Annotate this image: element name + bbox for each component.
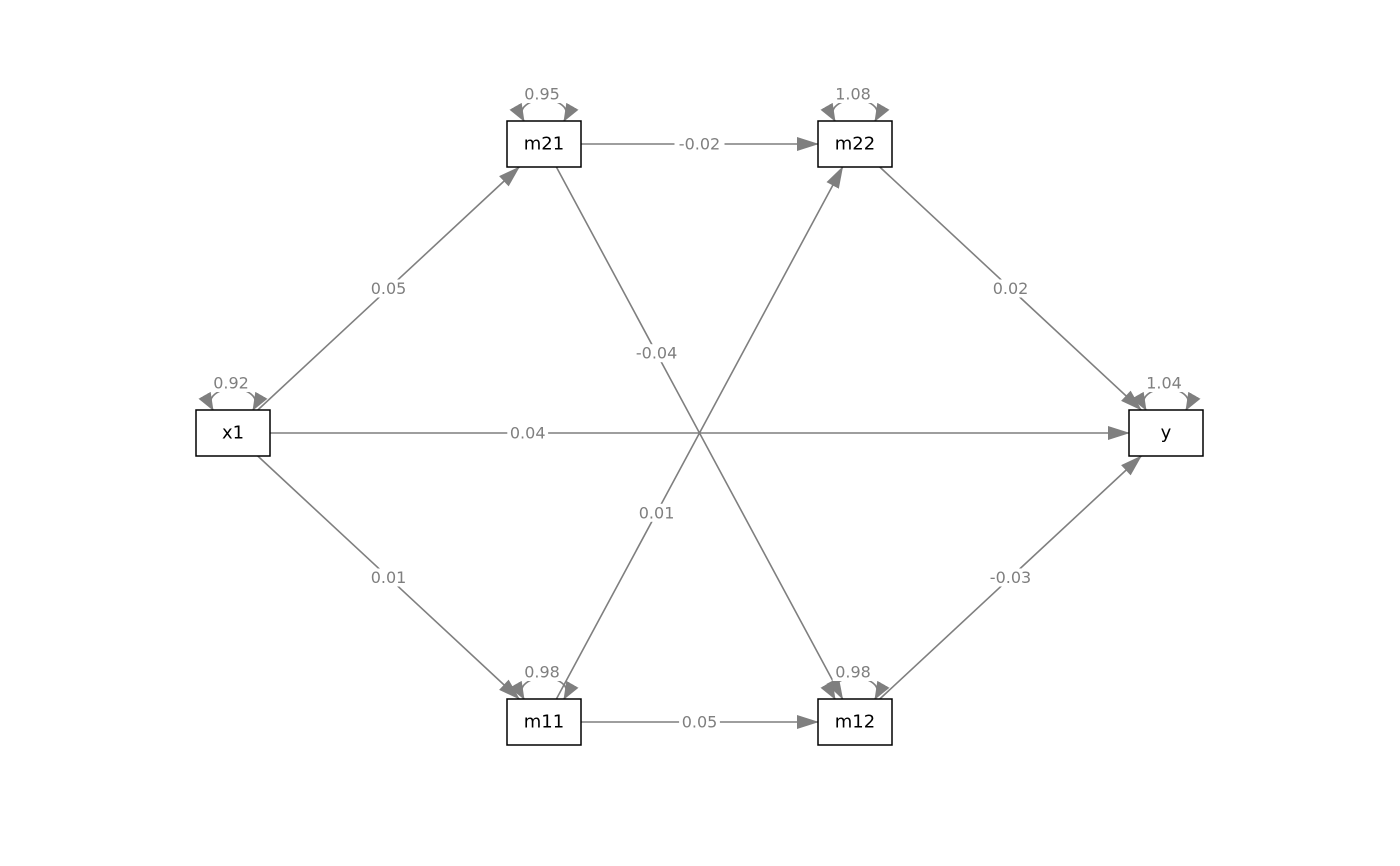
edge-label-x1-to-m21-text: 0.05	[371, 279, 407, 298]
variance-label-m12: 0.98	[832, 663, 874, 682]
variance-label-m12-text: 0.98	[835, 663, 871, 682]
edge-label-m11-to-m12: 0.05	[679, 713, 720, 732]
edge-label-m21-to-m12-text: -0.04	[636, 344, 677, 363]
node-y-label: y	[1161, 423, 1172, 444]
edge-label-m21-to-m12-background	[631, 344, 682, 363]
edge-label-m21-to-m22-text: -0.02	[679, 135, 720, 154]
edge-label-x1-to-m21-background	[368, 279, 409, 298]
node-m12-label: m12	[835, 712, 875, 733]
edge-label-m11-to-m12-text: 0.05	[682, 713, 718, 732]
edge-label-m12-to-y: -0.03	[985, 568, 1036, 587]
edge-label-x1-to-y-text: 0.04	[510, 424, 546, 443]
edge-label-m21-to-m22-background	[674, 135, 725, 153]
variance-label-m22-background	[832, 85, 874, 103]
node-x1: x1	[195, 409, 271, 457]
node-y: y	[1128, 409, 1204, 457]
variance-label-m11-background	[521, 663, 563, 681]
edge-label-m11-to-m22: 0.01	[636, 503, 677, 522]
edge-label-m11-to-m22-background	[636, 503, 677, 522]
variable-nodes: x1 m21 m22 m11 m12 y	[195, 120, 1204, 746]
edge-labels: 0.05 0.01 0.04 -0.02 -0.04 0.01 0.05 0.02 -0.03 0…	[210, 85, 1185, 732]
variance-label-m21-background	[521, 85, 563, 103]
edge-label-m12-to-y-text: -0.03	[990, 568, 1031, 587]
edge-label-x1-to-y: 0.04	[507, 424, 549, 443]
edge-label-m11-to-m22-text: 0.01	[639, 503, 675, 522]
variance-label-y-background	[1143, 374, 1185, 392]
path-edges	[257, 137, 1142, 729]
edge-label-x1-to-m21: 0.05	[368, 279, 409, 298]
variance-label-y: 1.04	[1143, 374, 1185, 393]
variance-label-x1: 0.92	[210, 374, 252, 393]
edge-label-m22-to-y-background	[990, 279, 1031, 298]
node-x1-box	[195, 409, 271, 457]
edge-label-x1-to-m11: 0.01	[368, 568, 409, 587]
node-m22: m22	[817, 120, 893, 168]
node-m11-box	[506, 698, 582, 746]
variance-label-m22-text: 1.08	[835, 85, 871, 104]
edge-label-x1-to-y-background	[507, 424, 549, 442]
node-m22-label: m22	[835, 134, 875, 155]
variance-label-y-text: 1.04	[1146, 374, 1182, 393]
variance-label-m12-background	[832, 663, 874, 681]
node-m12-box	[817, 698, 893, 746]
node-m11-label: m11	[524, 712, 564, 733]
edge-label-x1-to-m11-background	[368, 568, 409, 587]
node-x1-label: x1	[222, 423, 244, 444]
variance-label-m21-text: 0.95	[524, 85, 560, 104]
edge-label-m21-to-m22: -0.02	[674, 135, 725, 154]
node-m11: m11	[506, 698, 582, 746]
edge-label-x1-to-m11-text: 0.01	[371, 568, 407, 587]
variance-label-m22: 1.08	[832, 85, 874, 104]
node-m21-box	[506, 120, 582, 168]
node-m21-label: m21	[524, 134, 564, 155]
variance-label-m11-text: 0.98	[524, 663, 560, 682]
node-m21: m21	[506, 120, 582, 168]
edge-m11-to-m22	[555, 166, 844, 700]
variance-arcs	[198, 99, 1201, 700]
edge-label-m11-to-m12-background	[679, 713, 720, 731]
variance-label-m21: 0.95	[521, 85, 563, 104]
node-y-box	[1128, 409, 1204, 457]
edge-label-m21-to-m12: -0.04	[631, 344, 682, 363]
edge-label-m12-to-y-background	[985, 568, 1036, 587]
node-m12: m12	[817, 698, 893, 746]
edge-label-m22-to-y-text: 0.02	[993, 279, 1029, 298]
edge-label-m22-to-y: 0.02	[990, 279, 1031, 298]
node-m22-box	[817, 120, 893, 168]
variance-label-m11: 0.98	[521, 663, 563, 682]
variance-label-x1-background	[210, 374, 252, 392]
variance-label-x1-text: 0.92	[213, 374, 249, 393]
